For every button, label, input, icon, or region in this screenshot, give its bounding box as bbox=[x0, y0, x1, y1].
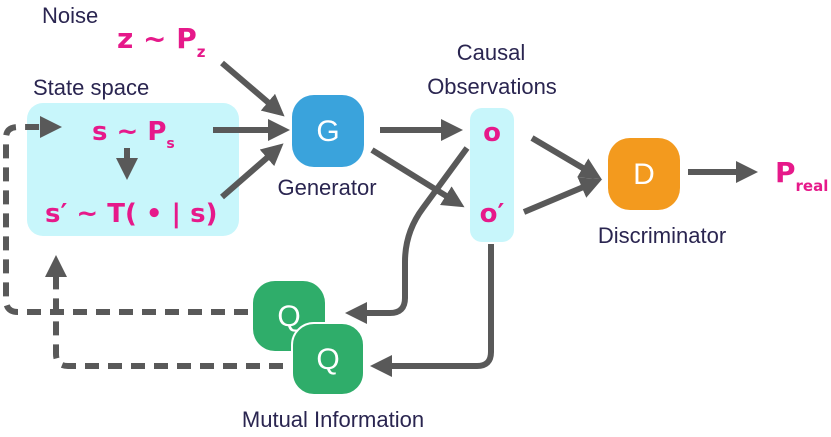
s-state-math: s ~ Ps bbox=[92, 117, 175, 152]
z-noise-sub: z bbox=[197, 43, 206, 61]
observations-label: Observations bbox=[427, 74, 557, 99]
s-state-sub: s bbox=[166, 136, 174, 152]
q-node-bottom bbox=[291, 322, 365, 396]
p-real-main: P bbox=[775, 156, 796, 189]
mutual-information-label: Mutual Information bbox=[242, 407, 424, 432]
q-top-letter: Q bbox=[277, 300, 300, 333]
o-observation: o bbox=[483, 118, 501, 148]
discriminator-node bbox=[608, 138, 680, 210]
arrow-o-to-discriminator bbox=[530, 135, 602, 180]
z-noise-main: z ~ P bbox=[117, 22, 197, 55]
o-prime-observation: o′ bbox=[480, 199, 505, 229]
discriminator-label: Discriminator bbox=[598, 223, 726, 248]
discriminator-letter: D bbox=[633, 158, 655, 191]
p-real-math: Preal bbox=[775, 156, 828, 195]
z-noise-math: z ~ Pz bbox=[117, 22, 206, 61]
generator-letter: G bbox=[316, 115, 339, 148]
q-bottom-letter: Q bbox=[316, 343, 339, 376]
observations-box bbox=[470, 108, 514, 242]
arrow-generator-to-oprime bbox=[370, 147, 465, 208]
arrow-z-to-generator bbox=[220, 60, 285, 117]
arrow-oprime-to-discriminator bbox=[522, 177, 603, 215]
arrow-sprime-to-generator bbox=[220, 143, 284, 200]
noise-label: Noise bbox=[42, 3, 98, 28]
generator-node bbox=[292, 95, 364, 167]
dashed-arrow-q-to-s bbox=[2, 116, 248, 315]
dashed-arrow-q-to-sprime bbox=[45, 255, 283, 369]
p-real-sub: real bbox=[796, 177, 829, 195]
arrow-o-to-q-top bbox=[345, 146, 470, 324]
state-space-label: State space bbox=[33, 75, 149, 100]
s-prime-math: s′ ~ T( • | s) bbox=[45, 199, 217, 229]
arrow-oprime-to-q-bottom bbox=[370, 244, 494, 377]
s-state-main: s ~ P bbox=[92, 117, 166, 147]
generator-label: Generator bbox=[277, 175, 376, 200]
causal-label: Causal bbox=[457, 40, 525, 65]
